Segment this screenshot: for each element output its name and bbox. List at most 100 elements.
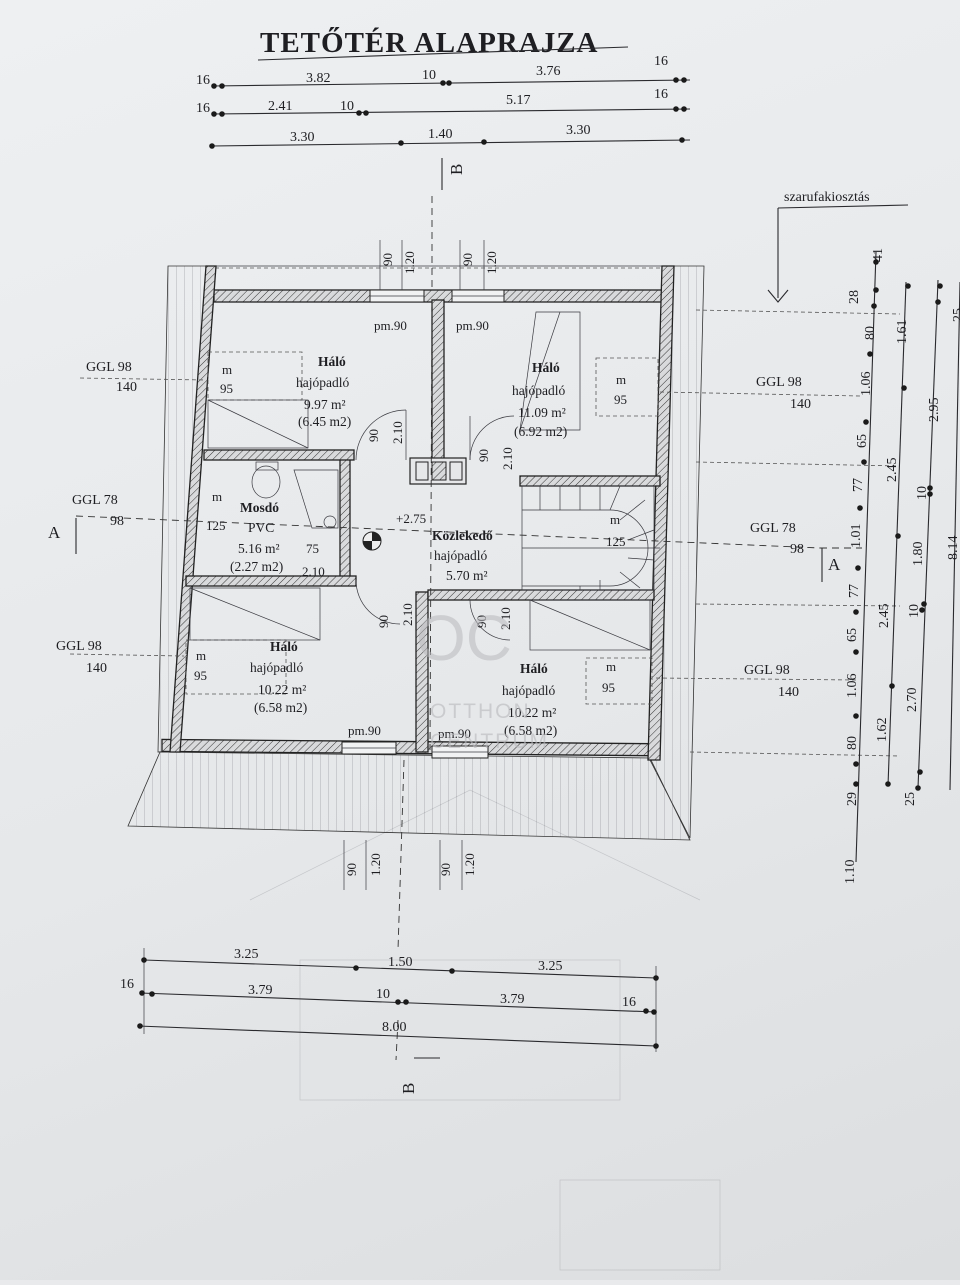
bed-m-3: m [212, 489, 222, 504]
ggl-left-1-bottom: 98 [110, 514, 124, 529]
room-1-name: Háló [532, 360, 560, 375]
dim-top-r3-0: 3.30 [290, 130, 315, 145]
dim-bot-r1-0: 3.25 [234, 947, 259, 962]
room-labels: Háló hajópadló 9.97 m² (6.45 m2) Háló ha… [230, 354, 567, 738]
dim-right-c2-3: 2.45 [877, 604, 892, 629]
room-2-floor: PVC [248, 520, 274, 535]
rw-top-w-1: 90 [380, 253, 395, 266]
section-b-top: B [441, 158, 466, 190]
dim-bot-r2-3: 3.79 [500, 992, 525, 1007]
dim-right-c1-10: 80 [845, 736, 860, 750]
dim-right-c1-8: 65 [845, 628, 860, 642]
wc-door-w: 75 [306, 541, 319, 556]
dim-top-r2-3: 5.17 [506, 93, 531, 108]
dim-right-c2-1: 2.45 [885, 458, 900, 483]
bed-m-4: m [610, 512, 620, 527]
room-5-area2: (6.58 m2) [504, 723, 557, 738]
dim-right-c1-12: 1.10 [843, 860, 858, 885]
ggl-left-0-top: GGL 98 [86, 360, 132, 375]
section-a-markers: A A [48, 518, 841, 582]
room-4-area: 10.22 m² [258, 682, 306, 697]
title-underline [257, 46, 629, 61]
ggl-left-0-bottom: 140 [116, 380, 137, 395]
door-w-4: 90 [474, 615, 489, 628]
dim-right-c3-1: 2.95 [927, 398, 942, 423]
roof-eaves [127, 265, 705, 841]
wc-fixtures [251, 461, 382, 551]
bed-m-2: m [616, 372, 626, 387]
bed-95-3: 95 [194, 668, 207, 683]
door-w-2: 90 [476, 449, 491, 462]
dim-bot-r2-4: 16 [622, 995, 636, 1010]
room-3-name: Közlekedő [432, 528, 493, 543]
bed-95-4: 95 [602, 680, 615, 695]
dim-top-r1-4: 16 [654, 54, 668, 69]
dim-right-c1-4: 65 [855, 434, 870, 448]
room-3-area: 5.70 m² [446, 568, 488, 583]
ggl-right-2-bottom: 140 [778, 685, 799, 700]
bed-m-6: m [606, 659, 616, 674]
dim-right-c1-5: 77 [851, 478, 866, 492]
dim-top-r2-0: 16 [196, 101, 210, 116]
dim-right-c3-0: 25 [951, 308, 960, 322]
right-dimension-chains: 41 28 80 1.06 65 77 1.01 77 65 1.06 80 2… [843, 248, 960, 884]
room-2-name: Mosdó [240, 500, 279, 515]
dim-top-r1-1: 3.82 [306, 71, 331, 86]
dim-right-c1-3: 1.06 [859, 372, 874, 397]
dim-bot-r2-0: 16 [120, 977, 134, 992]
stair [521, 485, 660, 591]
dim-bot-r2-1: 3.79 [248, 983, 273, 998]
section-a-right-label: A [828, 555, 841, 574]
section-b-bottom-label: B [399, 1083, 418, 1094]
dim-top-r3-1: 1.40 [428, 127, 453, 142]
section-a-left-label: A [48, 523, 61, 542]
bed-125-2: 125 [606, 534, 626, 549]
room-1-area: 11.09 m² [518, 405, 566, 420]
watermark-logo: OC [416, 602, 512, 674]
room-1-floor: hajópadló [512, 383, 565, 398]
dim-right-c1-11: 29 [845, 792, 860, 806]
room-5-name: Háló [520, 661, 548, 676]
sill-4: pm.90 [438, 726, 471, 741]
door-h-4: 2.10 [498, 607, 513, 630]
room-0-area: 9.97 m² [304, 397, 346, 412]
room-0-name: Háló [318, 354, 346, 369]
bed-95-2: 95 [614, 392, 627, 407]
ggl-right-1-top: GGL 78 [750, 521, 796, 536]
dim-right-c2-4: 1.62 [875, 718, 890, 743]
rafter-note: szarufakiosztás [767, 190, 909, 303]
level-mark: +2.75 [396, 511, 426, 526]
bed-95-1: 95 [220, 381, 233, 396]
room-3-floor: hajópadló [434, 548, 487, 563]
dim-top-r1-2: 10 [422, 68, 436, 83]
section-b-bottom: B [399, 1057, 440, 1094]
sill-labels: pm.90 pm.90 pm.90 pm.90 [348, 318, 489, 741]
rw-top-h-1: 1.20 [402, 251, 417, 274]
room-4-floor: hajópadló [250, 660, 303, 675]
room-2-area: 5.16 m² [238, 541, 280, 556]
room-5-area: 10.22 m² [508, 705, 556, 720]
dim-right-c4-0: 8.14 [946, 536, 960, 561]
bed-m-5: m [196, 648, 206, 663]
dim-top-r3-2: 3.30 [566, 123, 591, 138]
wc-door-h: 2.10 [302, 564, 325, 579]
ggl-left-2-top: GGL 98 [56, 639, 102, 654]
ggl-left-1-top: GGL 78 [72, 493, 118, 508]
rw-top-w-2: 90 [460, 253, 475, 266]
dim-right-c1-0: 41 [871, 248, 886, 262]
door-h-1: 2.10 [390, 421, 405, 444]
sill-2: pm.90 [456, 318, 489, 333]
dim-right-c3-4: 2.70 [905, 688, 920, 713]
roof-window-dims-top: 90 1.20 90 1.20 [379, 240, 499, 290]
bed-outlines [185, 311, 659, 705]
dim-right-c1-9: 1.06 [845, 674, 860, 699]
room-0-floor: hajópadló [296, 375, 349, 390]
dim-right-c1-2: 80 [863, 326, 878, 340]
roof-windows [341, 289, 505, 759]
dim-right-c2-2: 1.80 [911, 542, 926, 567]
dim-bot-r2-2: 10 [376, 987, 390, 1002]
dim-bot-r1-1: 1.50 [388, 955, 413, 970]
ggl-right: GGL 98 140 GGL 78 98 GGL 98 140 [744, 375, 811, 700]
